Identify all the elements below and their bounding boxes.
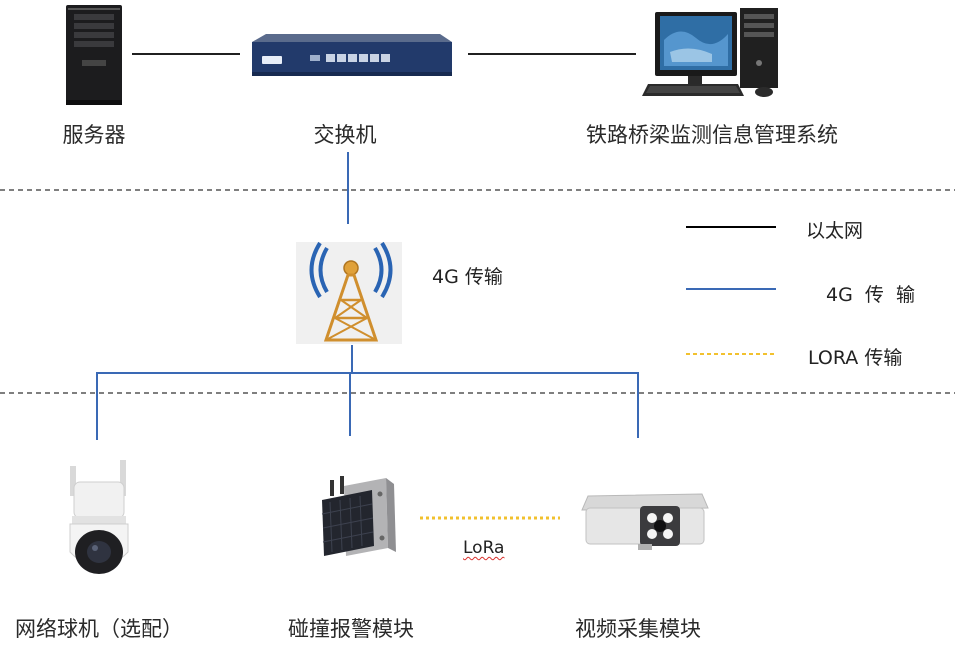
- dome-camera-label: 网络球机（选配）: [15, 617, 183, 641]
- management-system-label: 铁路桥梁监测信息管理系统: [586, 123, 838, 147]
- server-label: 服务器: [62, 123, 126, 147]
- legend-lora-label: LORA 传输: [808, 347, 903, 369]
- management-computer-icon: [642, 8, 778, 97]
- video-module-label: 视频采集模块: [575, 617, 701, 641]
- collision-alarm-module-icon: [321, 476, 396, 556]
- switch-label: 交换机: [313, 123, 377, 147]
- dome-camera-icon: [69, 460, 129, 574]
- collision-module-label: 碰撞报警模块: [288, 617, 414, 641]
- tower-4g-label: 4G 传输: [432, 266, 503, 288]
- lora-label: LoRa: [463, 538, 505, 558]
- 4g-tower-icon: [296, 241, 402, 344]
- legend-ethernet-label: 以太网: [806, 220, 864, 242]
- video-capture-module-icon: [581, 493, 709, 550]
- server-icon: [66, 5, 122, 105]
- legend-4g-label: 4G 传 输: [826, 284, 915, 306]
- switch-icon: [252, 34, 452, 76]
